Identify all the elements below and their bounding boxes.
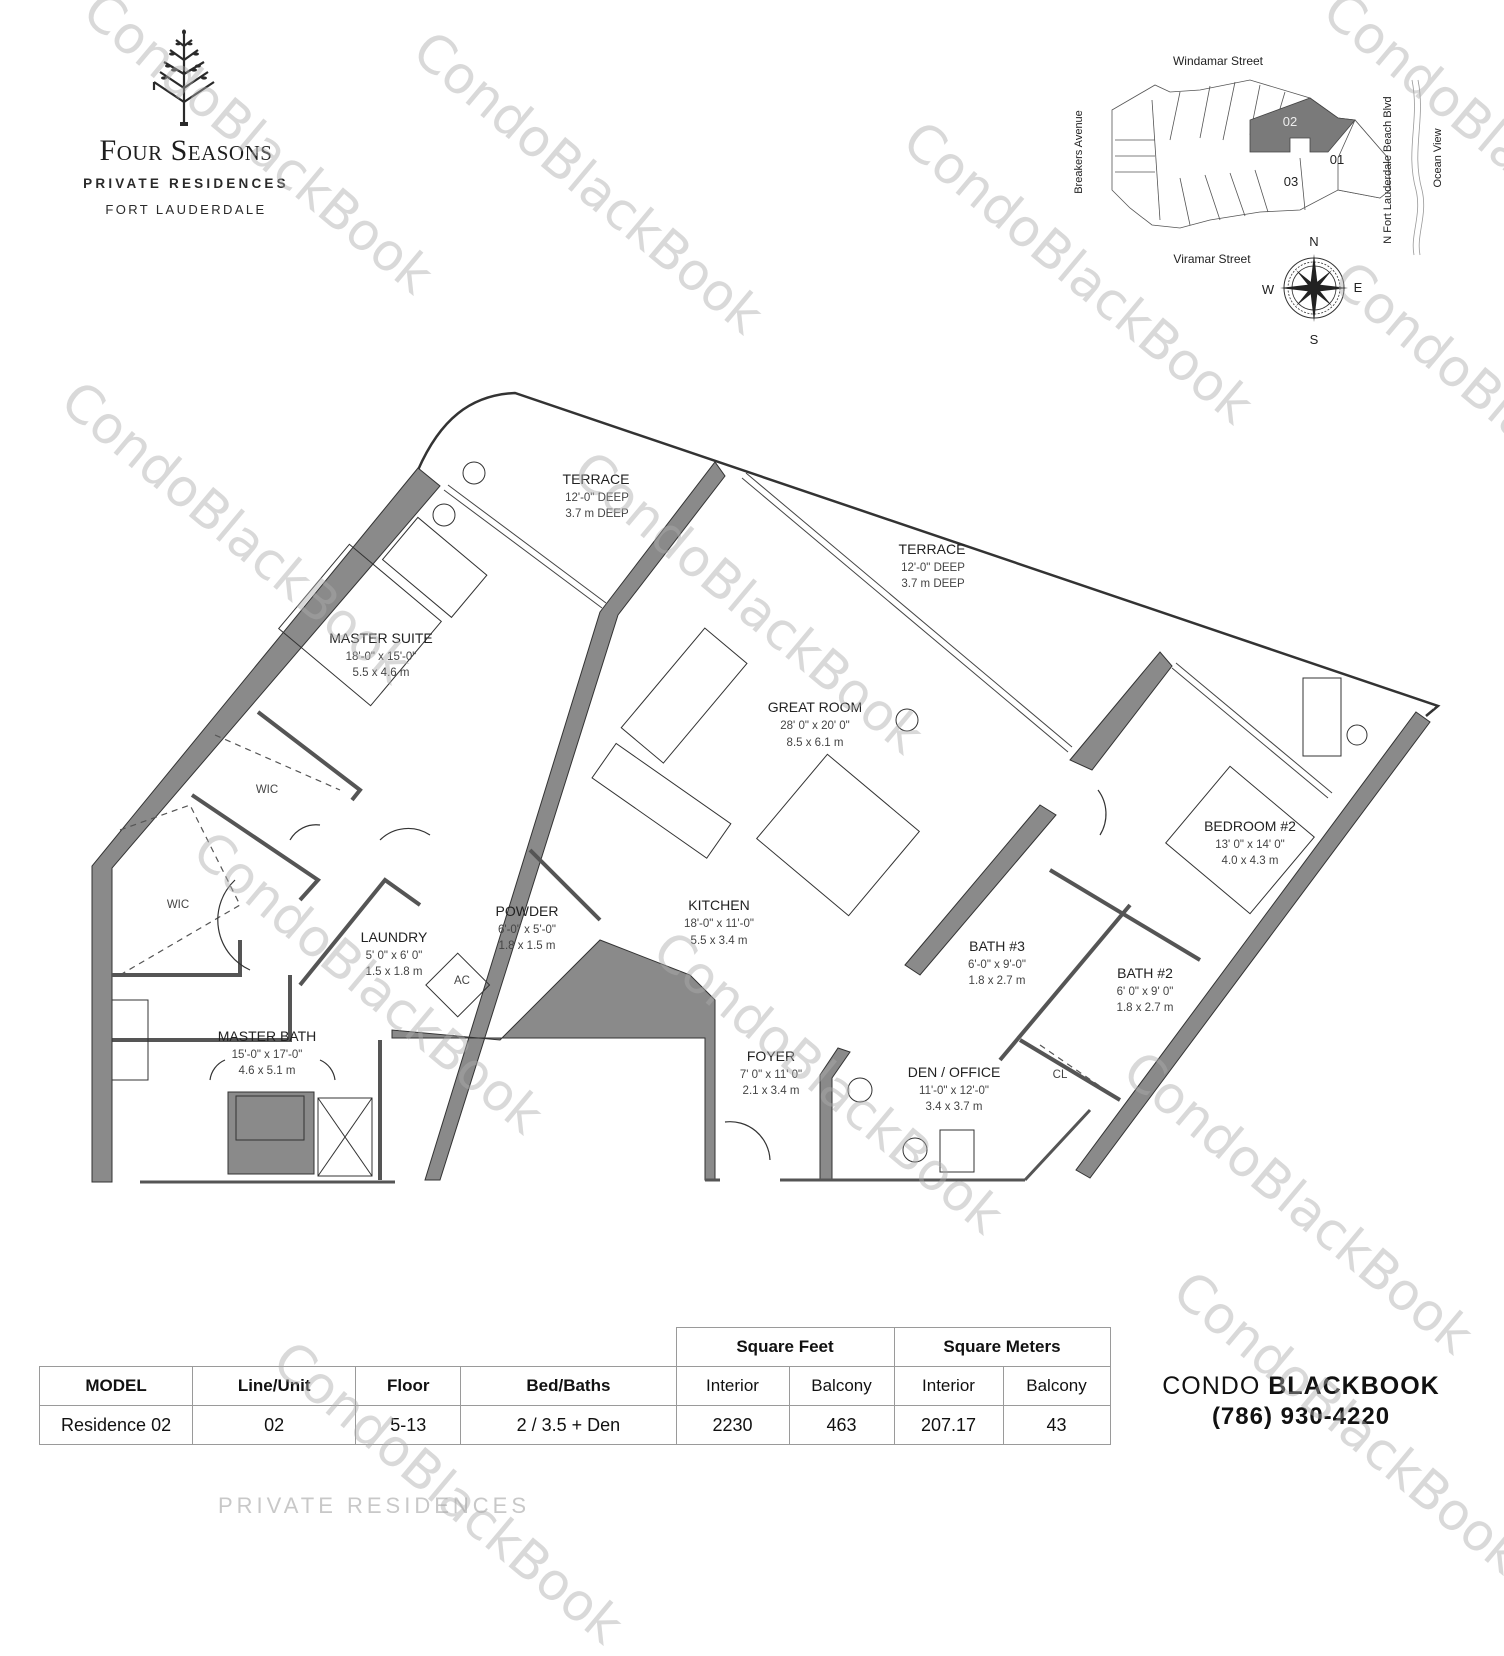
room-bedroom2-name: BEDROOM #2	[1204, 818, 1296, 834]
room-bedroom2-m: 4.0 x 4.3 m	[1222, 855, 1279, 867]
room-terrace-2-ft: 12'-0" DEEP	[901, 562, 965, 574]
floor-plan: TERRACE 12'-0" DEEP 3.7 m DEEP TERRACE 1…	[91, 391, 1441, 1184]
cell-sqft-interior: 2230	[675, 1405, 790, 1445]
header-square-meters: Square Meters	[893, 1327, 1111, 1367]
brand-name-light: CONDO	[1162, 1372, 1269, 1400]
header-square-feet: Square Feet	[675, 1327, 895, 1367]
cell-model: Residence 02	[38, 1405, 194, 1445]
room-bath2-m: 1.8 x 2.7 m	[1117, 1002, 1174, 1014]
cell-sqm-interior: 207.17	[893, 1405, 1004, 1445]
logo-location: FORT LAUDERDALE	[105, 202, 267, 217]
room-foyer-ft: 7' 0" x 11' 0"	[740, 1069, 802, 1081]
wall-bedroom2-terrace	[1069, 651, 1173, 771]
room-great-room-name: GREAT ROOM	[768, 699, 862, 715]
room-foyer-m: 2.1 x 3.4 m	[743, 1085, 800, 1097]
unit-03-label: 03	[1284, 174, 1298, 189]
room-laundry-ft: 5' 0" x 6' 0"	[366, 950, 423, 962]
street-west: Breakers Avenue	[1073, 110, 1085, 194]
col-bed-baths: Bed/Baths	[460, 1366, 677, 1406]
tree-icon	[152, 29, 215, 126]
col-sqm-balcony: Balcony	[1002, 1366, 1111, 1406]
room-master-suite-m: 5.5 x 4.6 m	[353, 667, 410, 679]
room-terrace-2-name: TERRACE	[899, 541, 966, 557]
street-north: Windamar Street	[1173, 54, 1264, 68]
unit-02-highlight	[1249, 97, 1356, 153]
wall-master-terrace-div	[424, 461, 726, 1181]
cell-line-unit: 02	[192, 1405, 357, 1445]
brand-name-bold: BLACKBOOK	[1268, 1372, 1440, 1400]
col-sqm-interior: Interior	[893, 1366, 1004, 1406]
spec-table: Square Feet Square Meters MODEL Line/Uni…	[38, 1327, 1111, 1445]
room-cl-name: CL	[1053, 1069, 1068, 1081]
col-model: MODEL	[38, 1366, 194, 1406]
room-master-suite-ft: 18'-0" x 15'-0"	[346, 651, 417, 663]
col-sqft-interior: Interior	[675, 1366, 790, 1406]
room-terrace-1-m: 3.7 m DEEP	[565, 508, 629, 520]
compass-n: N	[1309, 234, 1318, 249]
room-kitchen-name: KITCHEN	[688, 897, 749, 913]
room-bath2-ft: 6' 0" x 9' 0"	[1117, 986, 1174, 998]
footer-ghost-text: PRIVATE RESIDENCES	[218, 1493, 531, 1518]
room-master-suite-name: MASTER SUITE	[329, 630, 432, 646]
street-south: Viramar Street	[1173, 252, 1251, 266]
site-plan-map: 02 01 03 Windamar Street Viramar Street …	[1073, 54, 1444, 347]
logo-subtitle: PRIVATE RESIDENCES	[83, 176, 289, 191]
room-master-bath-m: 4.6 x 5.1 m	[239, 1065, 296, 1077]
cell-sqft-balcony: 463	[788, 1405, 895, 1445]
ocean-view-label: Ocean View	[1432, 128, 1444, 187]
room-bath3-m: 1.8 x 2.7 m	[969, 975, 1026, 987]
room-great-room-m: 8.5 x 6.1 m	[787, 737, 844, 749]
room-bath3-name: BATH #3	[969, 938, 1025, 954]
cell-floor: 5-13	[355, 1405, 462, 1445]
room-terrace-2-m: 3.7 m DEEP	[901, 578, 965, 590]
table-row: Residence 02 02 5-13 2 / 3.5 + Den 2230 …	[38, 1405, 1111, 1445]
room-terrace-1-name: TERRACE	[563, 471, 630, 487]
cell-sqm-balcony: 43	[1002, 1405, 1111, 1445]
room-laundry-m: 1.5 x 1.8 m	[366, 966, 423, 978]
room-den-name: DEN / OFFICE	[908, 1064, 1001, 1080]
room-master-bath-name: MASTER BATH	[218, 1028, 317, 1044]
room-terrace-1-ft: 12'-0" DEEP	[565, 492, 629, 504]
wall-east	[1075, 711, 1431, 1179]
room-great-room-ft: 28' 0" x 20' 0"	[780, 720, 849, 732]
cell-bed-baths: 2 / 3.5 + Den	[460, 1405, 677, 1445]
room-powder-ft: 6'-0" x 5'-0"	[498, 924, 556, 936]
logo-title: Four Seasons	[99, 134, 273, 167]
room-ac-name: AC	[454, 975, 470, 987]
room-bath2-name: BATH #2	[1117, 965, 1173, 981]
room-foyer-name: FOYER	[747, 1048, 795, 1064]
unit-02-label: 02	[1283, 114, 1297, 129]
compass-e: E	[1354, 280, 1363, 295]
brand-phone[interactable]: (786) 930-4220	[1211, 1403, 1391, 1430]
room-master-bath-ft: 15'-0" x 17'-0"	[232, 1049, 303, 1061]
col-floor: Floor	[355, 1366, 462, 1406]
master-bath-tub-gray	[227, 1091, 315, 1175]
col-sqft-balcony: Balcony	[788, 1366, 895, 1406]
room-den-m: 3.4 x 3.7 m	[926, 1101, 983, 1113]
room-wic-2-name: WIC	[167, 899, 189, 911]
room-kitchen-m: 5.5 x 3.4 m	[691, 935, 748, 947]
street-east: N Fort Lauderdale Beach Blvd	[1382, 96, 1394, 243]
brand-name: CONDO BLACKBOOK	[1140, 1372, 1462, 1401]
room-wic-1-name: WIC	[256, 784, 278, 796]
room-bath3-ft: 6'-0" x 9'-0"	[968, 959, 1026, 971]
wall-foyer-den	[819, 1047, 851, 1181]
compass-rose-icon	[1280, 254, 1348, 322]
unit-01-label: 01	[1330, 152, 1344, 167]
wall-west	[91, 467, 441, 1183]
compass-s: S	[1310, 332, 1319, 347]
col-line-unit: Line/Unit	[192, 1366, 357, 1406]
room-den-ft: 11'-0" x 12'-0"	[919, 1085, 989, 1097]
compass-w: W	[1262, 282, 1275, 297]
room-laundry-name: LAUNDRY	[361, 929, 428, 945]
room-powder-m: 1.8 x 1.5 m	[499, 940, 556, 952]
room-powder-name: POWDER	[496, 903, 559, 919]
wall-bath-core	[904, 804, 1057, 976]
brand-block: CONDO BLACKBOOK (786) 930-4220	[1140, 1372, 1462, 1431]
room-kitchen-ft: 18'-0" x 11'-0"	[684, 918, 754, 930]
room-bedroom2-ft: 13' 0" x 14' 0"	[1215, 839, 1284, 851]
